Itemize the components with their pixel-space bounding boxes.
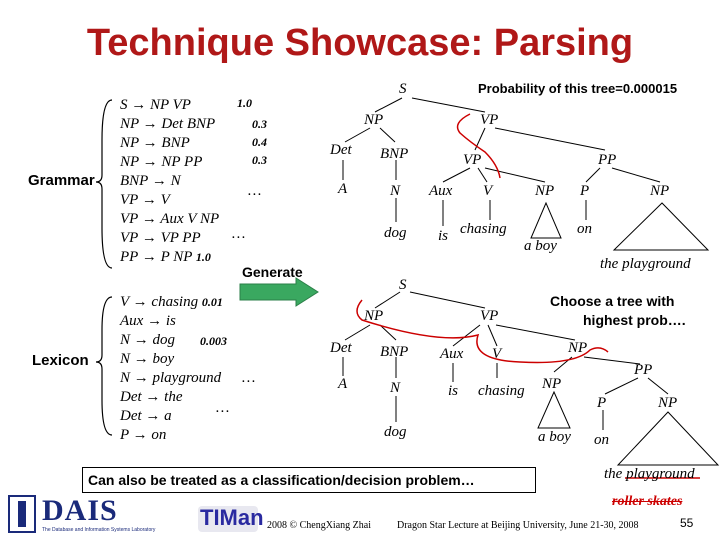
lexicon-prob: 0.003 [200, 334, 227, 348]
note-box [82, 467, 536, 493]
slide-title: Technique Showcase: Parsing [86, 22, 634, 64]
grammar-label: Grammar [28, 172, 95, 189]
generate-arrow [239, 277, 319, 307]
tree1-triangle-boy [530, 201, 562, 239]
tree2-word-is: is [448, 383, 459, 399]
tree-probability-text: Probability of this tree=0.000015 [478, 81, 678, 96]
footer-copyright: 2008 © ChengXiang Zhai [267, 520, 371, 531]
tree2-word-the-playground: the playground [604, 466, 695, 482]
timan-logo-bg [198, 506, 258, 532]
lexicon-rule: V → chasing 0.01 [120, 294, 223, 310]
tree2-word-chasing: chasing [478, 383, 525, 399]
dais-logo-bar [18, 501, 26, 527]
grammar-rules: S → NP VP NP → Det BNP NP → BNP NP → NP … [120, 96, 219, 267]
tree2-node-n: N [390, 380, 401, 396]
lexicon-label: Lexicon [32, 352, 89, 369]
grammar-rule: S → NP VP [120, 97, 191, 113]
tree2-node-pp: PP [634, 362, 653, 378]
grammar-rule: VP → V [120, 192, 170, 208]
grammar-rule: PP → P NP 1.0 [120, 249, 211, 265]
tree2-word-a-boy: a boy [538, 429, 571, 445]
generate-label: Generate [242, 264, 303, 280]
tree1-node-s: S [399, 81, 407, 97]
tree2-node-det: Det [330, 340, 352, 356]
grammar-prob: 1.0 [237, 96, 252, 110]
grammar-ellipsis: … [248, 183, 262, 199]
choose-text-2: highest prob…. [583, 312, 686, 328]
grammar-ellipsis: … [232, 226, 246, 242]
tree1-node-bnp: BNP [380, 146, 409, 162]
tree2-node-v: V [492, 346, 502, 362]
tree2-word-on: on [594, 432, 609, 448]
tree2-node-np-inner: NP [542, 376, 562, 392]
tree2-triangle-boy [537, 390, 571, 429]
tree1-node-a: A [338, 181, 348, 197]
tree2-node-np: NP [364, 308, 384, 324]
lexicon-ellipsis: … [216, 400, 230, 416]
tree1-node-vp: VP [480, 112, 499, 128]
lexicon-rule: N → playground [120, 370, 222, 386]
dais-logo-text: DAIS [42, 494, 118, 527]
grammar-rule: VP → VP PP [120, 230, 201, 246]
grammar-prob: 0.3 [252, 117, 267, 131]
tree2-word-dog: dog [384, 424, 407, 440]
tree2-node-np-obj: NP [568, 340, 588, 356]
grammar-prob: 0.4 [252, 135, 267, 149]
tree1-node-v: V [483, 183, 493, 199]
tree2-node-p: P [597, 395, 607, 411]
grammar-rule: NP → Det BNP [120, 116, 216, 132]
lexicon-ellipsis: … [242, 370, 256, 386]
tree1-edges [342, 97, 661, 226]
tree1-node-n: N [390, 183, 401, 199]
lexicon-rules: V → chasing 0.01 Aux → is N → dog N → bo… [120, 293, 223, 445]
lexicon-rule: Det → a [120, 408, 172, 424]
tree1-node-det: Det [330, 142, 352, 158]
tree1-word-chasing: chasing [460, 221, 507, 237]
tree1-node-np-pp: NP [650, 183, 670, 199]
timan-logo-text: TIMan [200, 505, 264, 530]
lexicon-rule: Det → the [120, 389, 183, 405]
tree1-node-p: P [580, 183, 590, 199]
choose-text: Choose a tree with [550, 293, 675, 309]
tree2-node-bnp: BNP [380, 344, 409, 360]
tree2-node-aux: Aux [440, 346, 464, 362]
tree1-word-on: on [577, 221, 592, 237]
tree2-node-a: A [338, 376, 348, 392]
tree1-red-bracket [456, 113, 501, 179]
tree2-node-vp: VP [480, 308, 499, 324]
tree1-node-np: NP [364, 112, 384, 128]
dais-logo-mark [8, 495, 36, 533]
page-number: 55 [680, 516, 694, 530]
grammar-prob: 0.3 [252, 153, 267, 167]
grammar-rule: BNP → N [120, 173, 181, 189]
tree1-word-dog: dog [384, 225, 407, 241]
tree1-triangle-playground [612, 202, 710, 251]
tree2-red-bracket [356, 299, 609, 364]
tree2-node-s: S [399, 277, 407, 293]
tree2-triangle-playground [616, 411, 720, 466]
lexicon-rule: N → boy [120, 351, 175, 367]
grammar-rule: NP → BNP [120, 135, 190, 151]
tree1-node-vp-inner: VP [463, 152, 482, 168]
tree2-edges [342, 291, 669, 430]
note-text: Can also be treated as a classification/… [88, 472, 475, 488]
tree2-node-np-pp: NP [658, 395, 678, 411]
grammar-rule: NP → NP PP [120, 154, 203, 170]
lexicon-rule: Aux → is [120, 313, 176, 329]
tree1-node-pp: PP [598, 152, 617, 168]
lexicon-rule: N → dog [120, 332, 176, 348]
lexicon-brace [95, 296, 113, 436]
tree1-word-is: is [438, 228, 449, 244]
tree1-word-a-boy: a boy [524, 238, 557, 254]
grammar-rule: VP → Aux V NP [120, 211, 220, 227]
tree1-node-np-obj: NP [535, 183, 555, 199]
dais-logo-subtitle: The Database and Information Systems Lab… [42, 527, 156, 533]
grammar-brace [95, 99, 113, 269]
lexicon-rule: P → on [120, 427, 167, 443]
roller-skates-text: roller skates [612, 494, 683, 509]
tree1-word-the-playground: the playground [600, 256, 691, 272]
footer-lecture: Dragon Star Lecture at Beijing Universit… [397, 520, 639, 531]
tree1-node-aux: Aux [429, 183, 453, 199]
